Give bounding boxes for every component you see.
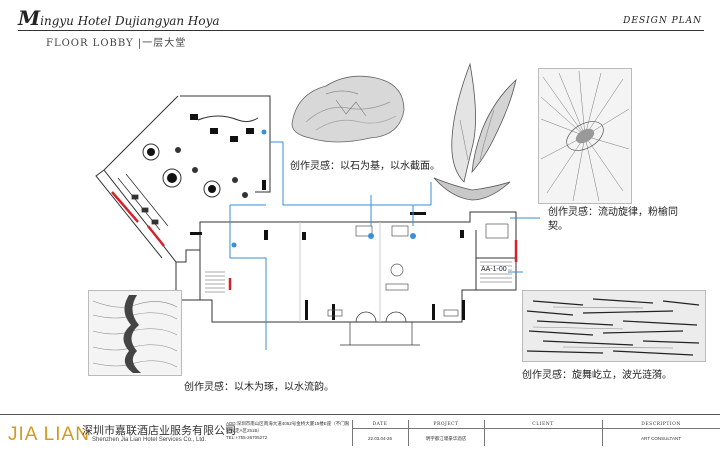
- logo-initial: M: [18, 6, 41, 30]
- footer-row-divider: [352, 428, 720, 429]
- floor-title: FLOOR LOBBY |一层大堂: [46, 38, 187, 49]
- wood-caption: 创作灵感：以木为琢，以水流韵。: [184, 382, 334, 393]
- footer-project-head: PROJECT: [433, 422, 459, 427]
- design-plan-label: DESIGN PLAN: [623, 16, 702, 26]
- stone-sculpture-image: [291, 75, 405, 143]
- entrance-doors: [340, 311, 420, 346]
- brand-logo: JIA LIAN: [8, 424, 90, 445]
- footer-bar: [0, 414, 720, 451]
- plan-walls: [95, 95, 517, 323]
- company-name-en: Shenzhen Jia Lian Hotel Services Co., Lt…: [92, 437, 207, 443]
- footer-description-value: ART CONSULTANT: [641, 436, 681, 441]
- footer-col-divider: [484, 420, 485, 446]
- wave-caption: 创作灵感：旋舞屹立，波光涟漪。: [522, 370, 672, 381]
- lobby-furniture: [327, 223, 509, 317]
- room-label: AA-1-00: [480, 266, 508, 273]
- header-rule: [18, 30, 704, 31]
- wood-artwork-image: [88, 290, 182, 376]
- footer-col-divider: [408, 420, 409, 446]
- footer-date-head: DATE: [372, 422, 388, 427]
- address-line: ADD:深圳市南山区南海大道4052号金桥大厦15楼E座（不门限制规定A区251…: [226, 421, 350, 433]
- wave-artwork-image: [522, 290, 706, 362]
- swirl-artwork-image: [538, 68, 632, 204]
- flame-sculpture-image: [433, 62, 517, 201]
- columns: [190, 180, 465, 320]
- tel-line: TEL:+755-26705272: [226, 435, 268, 440]
- callout-lines: [229, 141, 540, 350]
- hotel-name: ingyu Hotel Dujiangyan Hoya: [40, 14, 220, 28]
- long-table: [117, 173, 169, 231]
- company-address: ADD:深圳市南山区南海大道4052号金桥大厦15楼E座（不门限制规定A区251…: [226, 420, 350, 441]
- stairs: [205, 261, 512, 293]
- feature-walls: [111, 191, 518, 290]
- footer-date-value: 22.03.04-26: [367, 436, 393, 441]
- company-name-cn: 深圳市嘉联酒店业服务有限公司: [82, 425, 236, 437]
- footer-description-head: DESCRIPTION: [641, 422, 681, 427]
- stone-caption: 创作灵感：以石为基，以水截面。: [290, 161, 440, 172]
- footer-col-divider: [352, 420, 353, 446]
- footer-project-value: 明宇都江堰豪华酒店: [425, 436, 467, 441]
- footer-client-head: CLIENT: [532, 422, 554, 427]
- swirl-caption: 创作灵感：流动旋律，粉榆同契。: [548, 207, 678, 232]
- footer-col-divider: [602, 420, 603, 446]
- hotel-logo: Mingyu Hotel Dujiangyan Hoya: [18, 6, 220, 30]
- art-markers: [231, 129, 416, 248]
- dining-tables: [142, 114, 259, 198]
